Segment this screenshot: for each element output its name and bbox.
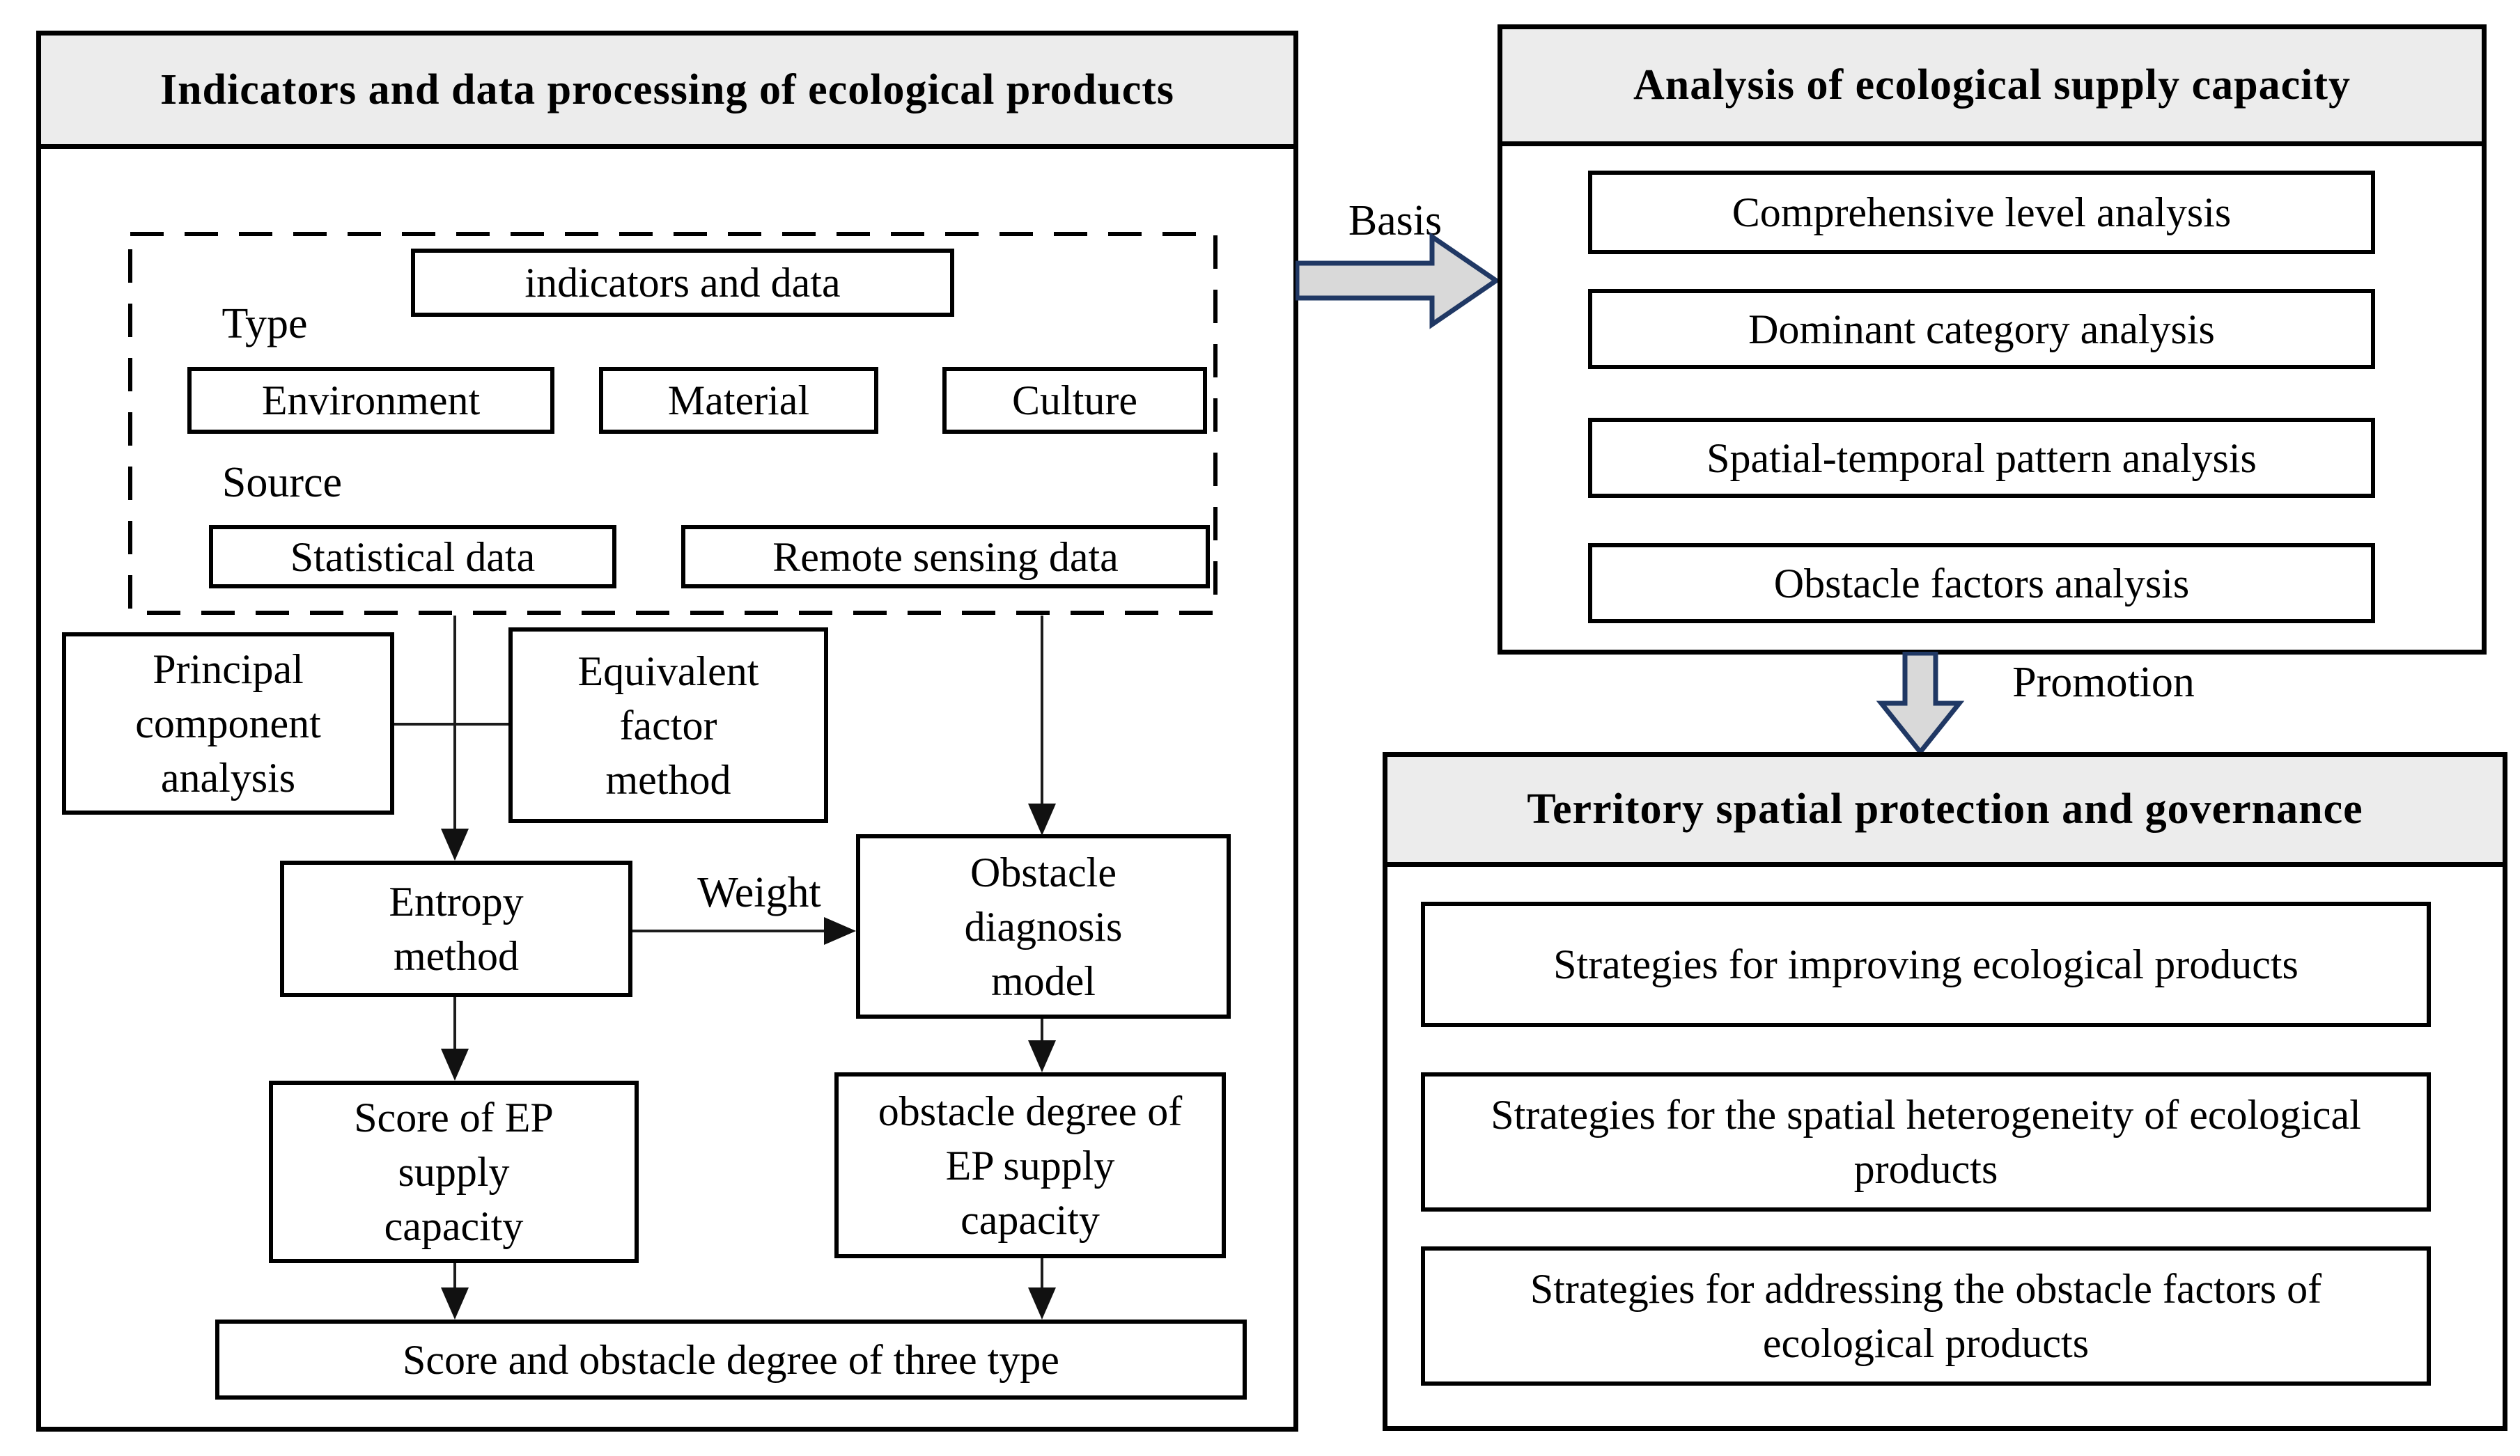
label-basis-text: Basis (1348, 197, 1442, 244)
box-strategy-obstacle-factors-label: Strategies for addressing the obstacle f… (1530, 1266, 2322, 1366)
box-environment: Environment (187, 367, 554, 434)
box-strategy-obstacle-factors: Strategies for addressing the obstacle f… (1421, 1246, 2431, 1386)
box-spatial-temporal-analysis: Spatial-temporal pattern analysis (1588, 418, 2375, 498)
box-comprehensive-label: Comprehensive level analysis (1732, 189, 2232, 235)
box-equivalent-factor-method: Equivalent factor method (508, 627, 828, 823)
box-principal-component-analysis: Principal component analysis (62, 632, 394, 815)
box-indicators-and-data: indicators and data (411, 249, 954, 317)
box-environment-label: Environment (261, 377, 481, 423)
box-obstacle-degree-ep: obstacle degree of EP supply capacity (834, 1072, 1226, 1258)
box-obstacle-factors-label: Obstacle factors analysis (1773, 560, 2190, 606)
box-obstacle-degree-label: obstacle degree of EP supply capacity (878, 1088, 1183, 1243)
box-culture: Culture (942, 367, 1207, 434)
right-top-panel-header: Analysis of ecological supply capacity (1502, 29, 2482, 146)
dashed-container (128, 232, 1218, 615)
box-comprehensive-level-analysis: Comprehensive level analysis (1588, 171, 2375, 254)
box-entropy-method: Entropy method (280, 861, 632, 997)
connector-remote-to-obstacle (1041, 616, 1043, 805)
promotion-block-arrow-icon (1876, 652, 1965, 755)
arrowhead-entropy-top (441, 829, 469, 861)
connector-entropy-to-score (453, 997, 456, 1051)
box-score-label: Score of EP supply capacity (354, 1095, 554, 1249)
box-strategy-improving: Strategies for improving ecological prod… (1421, 902, 2431, 1027)
box-material: Material (599, 367, 878, 434)
box-equivalent-label: Equivalent factor method (577, 648, 759, 803)
connector-entropy-to-obstacle (632, 930, 825, 932)
box-strategy-heterogeneity-label: Strategies for the spatial heterogeneity… (1491, 1092, 2361, 1192)
label-source: Source (199, 451, 366, 514)
arrowhead-obstacle-top (1028, 804, 1056, 836)
box-dominant-label: Dominant category analysis (1748, 306, 2215, 352)
left-panel-title: Indicators and data processing of ecolog… (160, 65, 1175, 113)
box-spatial-temporal-label: Spatial-temporal pattern analysis (1706, 435, 2257, 481)
box-obstacle-model-label: Obstacle diagnosis model (964, 849, 1123, 1004)
box-culture-label: Culture (1012, 377, 1137, 423)
box-remote-sensing-data-label: Remote sensing data (772, 533, 1119, 580)
box-obstacle-factors-analysis: Obstacle factors analysis (1588, 543, 2375, 623)
label-type-text: Type (221, 299, 308, 347)
box-material-label: Material (667, 377, 810, 423)
label-source-text: Source (221, 458, 343, 506)
label-promotion-text: Promotion (2012, 658, 2195, 706)
arrowhead-degree-top (1028, 1040, 1056, 1072)
box-remote-sensing-data: Remote sensing data (681, 525, 1210, 588)
arrowhead-score-top (441, 1049, 469, 1081)
box-dominant-category-analysis: Dominant category analysis (1588, 289, 2375, 369)
box-obstacle-diagnosis-model: Obstacle diagnosis model (856, 834, 1231, 1019)
label-weight-text: Weight (697, 869, 821, 916)
box-score-ep-supply: Score of EP supply capacity (269, 1081, 639, 1263)
box-statistical-data: Statistical data (209, 525, 616, 588)
label-promotion: Promotion (1957, 651, 2250, 714)
right-bottom-panel-title: Territory spatial protection and governa… (1527, 785, 2363, 833)
basis-block-arrow-icon (1296, 232, 1500, 329)
label-type: Type (199, 292, 331, 355)
box-pca-label: Principal component analysis (135, 646, 321, 801)
box-indicators-and-data-label: indicators and data (524, 260, 841, 306)
box-strategy-improving-label: Strategies for improving ecological prod… (1553, 941, 2299, 987)
right-top-panel-title: Analysis of ecological supply capacity (1633, 61, 2351, 109)
connector-score-to-result (453, 1263, 456, 1290)
right-bottom-panel-header: Territory spatial protection and governa… (1387, 757, 2503, 867)
left-panel-header: Indicators and data processing of ecolog… (41, 36, 1293, 149)
connector-degree-to-result (1041, 1258, 1043, 1290)
label-weight: Weight (669, 863, 850, 923)
arrowhead-result-left (441, 1287, 469, 1320)
arrowhead-weight-right (824, 917, 856, 945)
connector-pca-to-equivalent (394, 723, 508, 726)
box-statistical-data-label: Statistical data (290, 533, 536, 580)
box-entropy-label: Entropy method (389, 879, 524, 979)
connector-obstacle-to-degree (1041, 1019, 1043, 1044)
box-strategy-heterogeneity: Strategies for the spatial heterogeneity… (1421, 1072, 2431, 1212)
box-score-and-obstacle-result: Score and obstacle degree of three type (215, 1320, 1247, 1400)
box-result-label: Score and obstacle degree of three type (403, 1336, 1059, 1383)
label-basis: Basis (1294, 191, 1496, 251)
arrowhead-result-right (1028, 1287, 1056, 1320)
